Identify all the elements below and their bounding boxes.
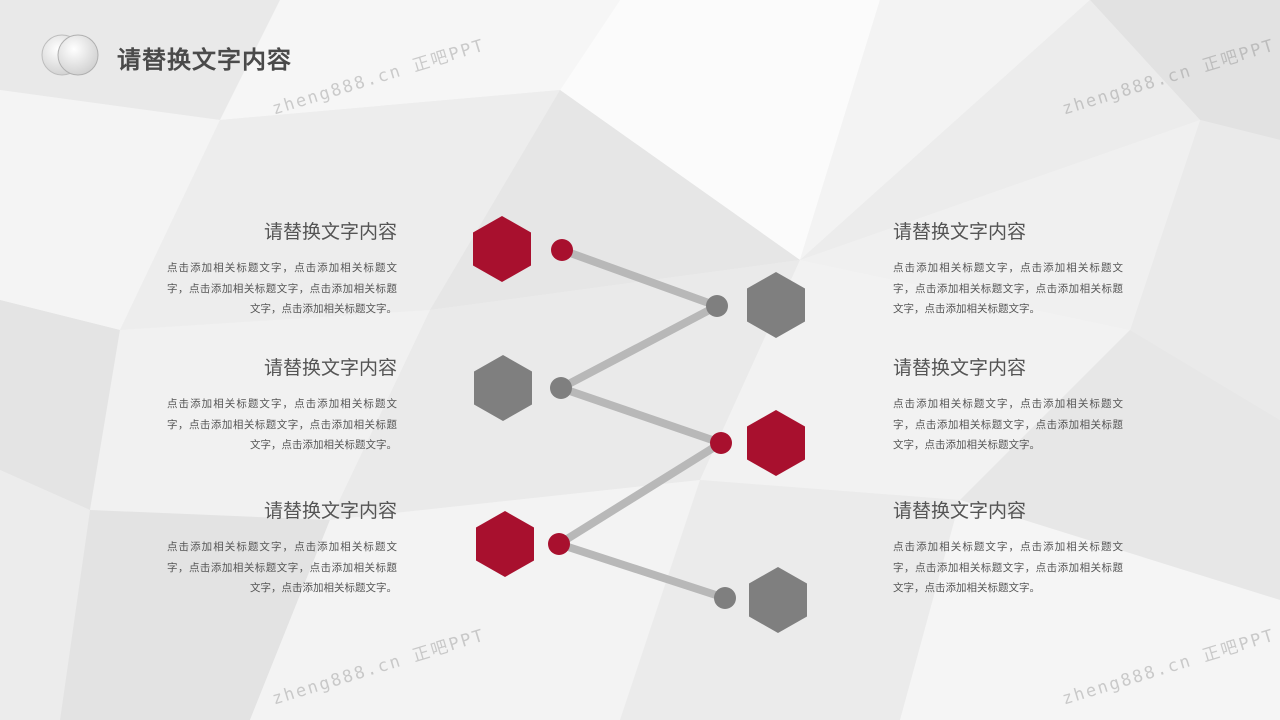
item-title: 请替换文字内容 (893, 500, 1027, 522)
text-item-right-2: 请替换文字内容 点击添加相关标题文字，点击添加相关标题文字，点击添加相关标题文字… (893, 356, 1123, 456)
page-title: 请替换文字内容 (117, 46, 292, 74)
connector-dot (710, 432, 732, 454)
connector-line (558, 246, 721, 310)
hexagon-node (476, 511, 534, 577)
hexagon-node (747, 272, 805, 338)
item-description: 点击添加相关标题文字，点击添加相关标题文字，点击添加相关标题文字，点击添加相关标… (893, 541, 1123, 594)
item-title: 请替换文字内容 (893, 221, 1027, 243)
item-title: 请替换文字内容 (893, 357, 1027, 379)
hexagon-node (474, 355, 532, 421)
connector-dots (548, 239, 736, 609)
connector-dot (706, 295, 728, 317)
connector-line (557, 384, 725, 447)
connector-line (555, 439, 725, 548)
text-item-right-3: 请替换文字内容 点击添加相关标题文字，点击添加相关标题文字，点击添加相关标题文字… (893, 499, 1123, 599)
item-title: 请替换文字内容 (263, 221, 397, 243)
item-title: 请替换文字内容 (263, 500, 397, 522)
item-description: 点击添加相关标题文字，点击添加相关标题文字，点击添加相关标题文字，点击添加相关标… (167, 398, 397, 451)
item-title: 请替换文字内容 (263, 357, 397, 379)
text-item-left-1: 请替换文字内容 点击添加相关标题文字，点击添加相关标题文字，点击添加相关标题文字… (167, 220, 397, 320)
item-description: 点击添加相关标题文字，点击添加相关标题文字，点击添加相关标题文字，点击添加相关标… (893, 262, 1123, 315)
item-description: 点击添加相关标题文字，点击添加相关标题文字，点击添加相关标题文字，点击添加相关标… (893, 398, 1123, 451)
connector-lines (555, 246, 729, 602)
hexagon-nodes (473, 216, 807, 633)
connector-dot (714, 587, 736, 609)
hexagon-node (747, 410, 805, 476)
header-circles-icon (41, 34, 99, 76)
connector-dot (550, 377, 572, 399)
item-description: 点击添加相关标题文字，点击添加相关标题文字，点击添加相关标题文字，点击添加相关标… (167, 262, 397, 315)
connector-line (557, 302, 721, 392)
connector-line (555, 540, 729, 602)
text-item-right-1: 请替换文字内容 点击添加相关标题文字，点击添加相关标题文字，点击添加相关标题文字… (893, 220, 1123, 320)
item-description: 点击添加相关标题文字，点击添加相关标题文字，点击添加相关标题文字，点击添加相关标… (167, 541, 397, 594)
connector-dot (548, 533, 570, 555)
text-item-left-3: 请替换文字内容 点击添加相关标题文字，点击添加相关标题文字，点击添加相关标题文字… (167, 499, 397, 599)
hexagon-node (749, 567, 807, 633)
hexagon-node (473, 216, 531, 282)
connector-dot (551, 239, 573, 261)
text-item-left-2: 请替换文字内容 点击添加相关标题文字，点击添加相关标题文字，点击添加相关标题文字… (167, 356, 397, 456)
